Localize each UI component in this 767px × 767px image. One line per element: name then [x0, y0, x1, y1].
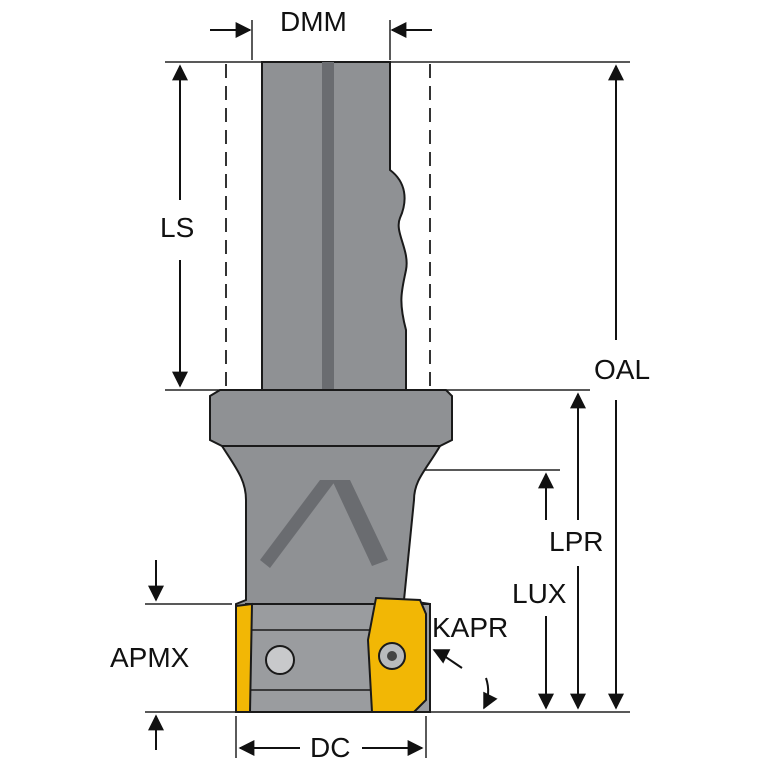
coolant-channel: [322, 62, 334, 470]
kapr-label: KAPR: [432, 612, 509, 643]
lpr-label: LPR: [549, 526, 604, 557]
cutting-insert-left: [235, 602, 254, 713]
dc-label: DC: [310, 732, 351, 763]
dmm-label: DMM: [280, 6, 347, 37]
screw-hole: [265, 645, 295, 675]
lux-label: LUX: [512, 578, 567, 609]
ls-label: LS: [160, 212, 195, 243]
apmx-label: APMX: [110, 642, 190, 673]
dashed-outlines: [225, 64, 431, 388]
oal-label: OAL: [594, 354, 651, 385]
chip-flute: [332, 480, 388, 566]
dimension-arrows: [148, 22, 624, 756]
chip-flute: [260, 480, 336, 568]
tool-shank: [261, 61, 408, 391]
tool-collar: [209, 389, 453, 447]
